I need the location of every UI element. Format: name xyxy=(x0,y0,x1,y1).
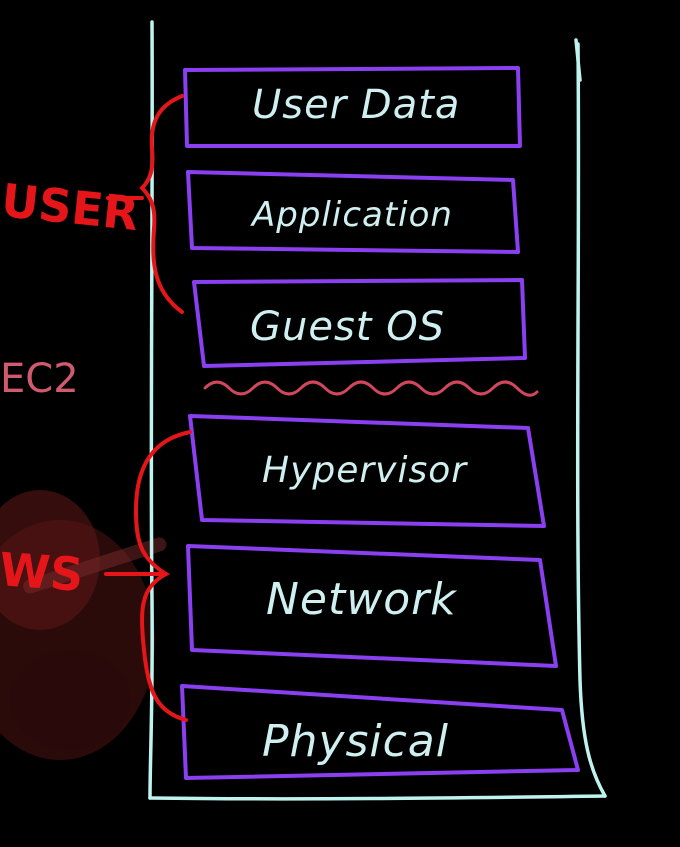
layer-label-physical: Physical xyxy=(262,716,449,767)
responsibility-divider xyxy=(203,380,539,397)
layer-label-application: Application xyxy=(250,195,453,235)
layer-guest-os: Guest OS xyxy=(192,278,527,368)
layer-physical: Physical xyxy=(180,684,580,780)
presenter-hand xyxy=(0,490,167,760)
aws-label: AWS xyxy=(0,540,85,602)
user-brace xyxy=(139,94,184,314)
layer-user-data: User Data xyxy=(183,66,522,148)
layer-application: Application xyxy=(186,170,520,254)
outer-frame xyxy=(148,20,607,801)
layer-label-network: Network xyxy=(266,574,457,625)
layer-label-user-data: User Data xyxy=(252,82,460,128)
layer-network: Network xyxy=(186,544,558,668)
layer-label-guest-os: Guest OS xyxy=(250,304,445,350)
user-label: USER xyxy=(0,173,141,241)
layer-label-hypervisor: Hypervisor xyxy=(262,450,468,491)
ec2-label: EC2 xyxy=(0,356,79,402)
layer-hypervisor: Hypervisor xyxy=(188,414,546,528)
